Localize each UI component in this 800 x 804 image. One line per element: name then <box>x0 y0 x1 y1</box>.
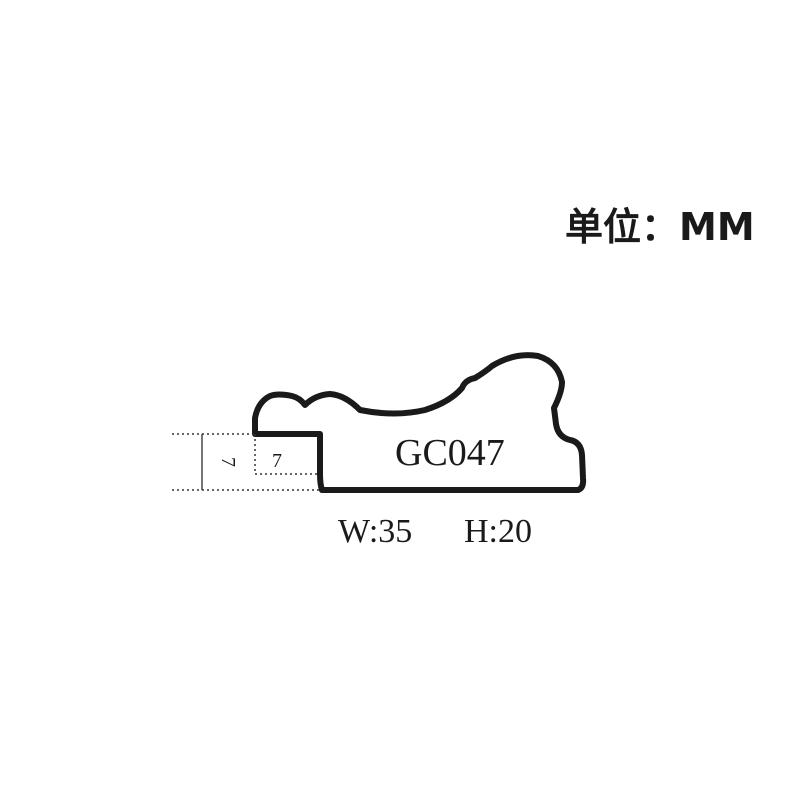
height-label: H:20 <box>464 513 532 550</box>
unit-label: 单位：MM <box>565 205 755 249</box>
frame-profile-outline <box>252 352 587 493</box>
rebate-width-label: 7 <box>272 450 282 472</box>
width-label: W:35 <box>338 513 412 550</box>
profile-code: GC047 <box>395 432 505 474</box>
rebate-height-label: 7 <box>217 457 239 467</box>
